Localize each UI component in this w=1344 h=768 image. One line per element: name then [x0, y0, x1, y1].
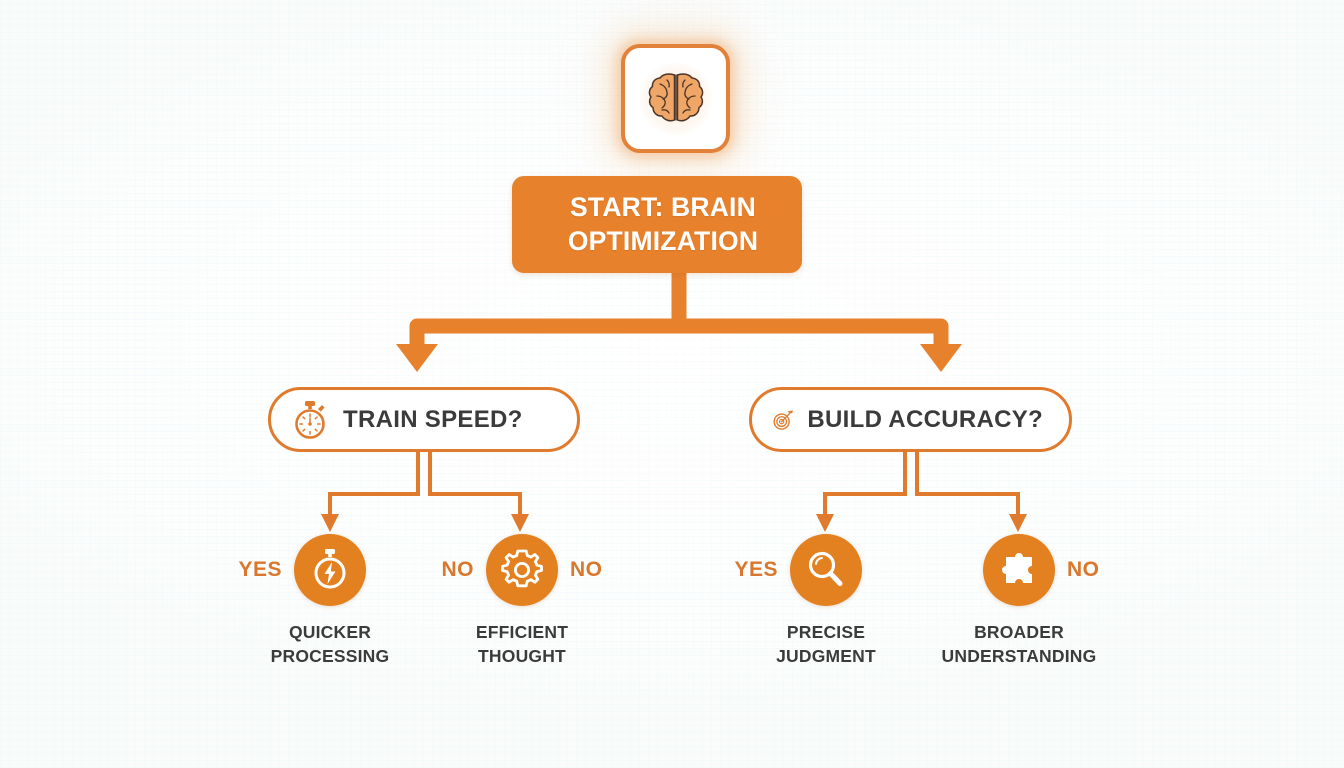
- outcome-broader-understanding[interactable]: NO BROADER UNDERSTANDING: [899, 532, 1139, 668]
- arrowhead-precise: [816, 514, 834, 532]
- outcome-caption: BROADER UNDERSTANDING: [899, 621, 1139, 668]
- outcome-caption: PRECISE JUDGMENT: [706, 621, 946, 668]
- outcome-circle: [790, 534, 862, 606]
- arrowhead-quicker: [321, 514, 339, 532]
- outcome-circle: [294, 534, 366, 606]
- outcome-caption-line1: PRECISE: [786, 622, 866, 642]
- trunk-connector: [396, 265, 962, 372]
- stopwatch-icon: [295, 400, 325, 439]
- branch-label-no: NO: [1067, 558, 1100, 581]
- outcome-caption: EFFICIENT THOUGHT: [402, 621, 642, 668]
- outcome-circle: [983, 534, 1055, 606]
- outcome-caption-line1: EFFICIENT: [475, 622, 569, 642]
- outcome-quicker-processing[interactable]: YES QUICKER PROCESSING: [210, 532, 450, 668]
- outcome-precise-judgment[interactable]: YES PRECISE JUDGMENT: [706, 532, 946, 668]
- brain-icon: [648, 72, 703, 122]
- outcome-caption: QUICKER PROCESSING: [210, 621, 450, 668]
- start-node-label: START: BRAIN OPTIMIZATION: [556, 191, 758, 258]
- decision-train-speed[interactable]: TRAIN SPEED?: [268, 387, 580, 452]
- outcome-circle: [486, 534, 558, 606]
- branch-label-yes: YES: [734, 558, 778, 581]
- puzzle-piece-icon: [1002, 553, 1032, 583]
- outcome-icon-row: YES: [706, 532, 946, 608]
- outcome-icon-row: NO NO: [402, 532, 642, 608]
- outcome-caption-line2: THOUGHT: [478, 645, 566, 666]
- start-node[interactable]: START: BRAIN OPTIMIZATION: [512, 176, 802, 273]
- branch-label-no-left: NO: [441, 558, 474, 581]
- gear-icon: [501, 549, 543, 588]
- decision-build-accuracy-label: BUILD ACCURACY?: [807, 405, 1043, 433]
- outcome-caption-line1: BROADER: [974, 622, 1064, 642]
- target-icon: [773, 409, 793, 430]
- outcome-caption-line1: QUICKER: [288, 622, 372, 642]
- outcome-caption-line2: PROCESSING: [270, 645, 390, 666]
- outcome-icon-row: NO: [899, 532, 1139, 608]
- arrowhead-broader: [1009, 514, 1027, 532]
- outcome-efficient-thought[interactable]: NO NO EFFICIENT THOUGHT: [402, 532, 642, 668]
- start-node-line1: START: BRAIN: [570, 192, 756, 223]
- branch-label-yes: YES: [238, 558, 282, 581]
- decision-build-accuracy[interactable]: BUILD ACCURACY?: [749, 387, 1072, 452]
- outcome-icon-row: YES: [210, 532, 450, 608]
- outcome-caption-line2: JUDGMENT: [776, 645, 876, 666]
- arrowhead-efficient: [511, 514, 529, 532]
- brain-badge: [621, 44, 730, 153]
- magnifier-icon: [808, 551, 843, 586]
- branch-label-no-right: NO: [570, 558, 603, 581]
- branch-connector-build-accuracy: [823, 452, 1020, 518]
- start-node-line2: OPTIMIZATION: [567, 225, 759, 256]
- decision-train-speed-label: TRAIN SPEED?: [343, 405, 523, 433]
- branch-connector-train-speed: [328, 452, 522, 518]
- stopwatch-bolt-icon: [314, 549, 346, 589]
- outcome-caption-line2: UNDERSTANDING: [941, 645, 1097, 666]
